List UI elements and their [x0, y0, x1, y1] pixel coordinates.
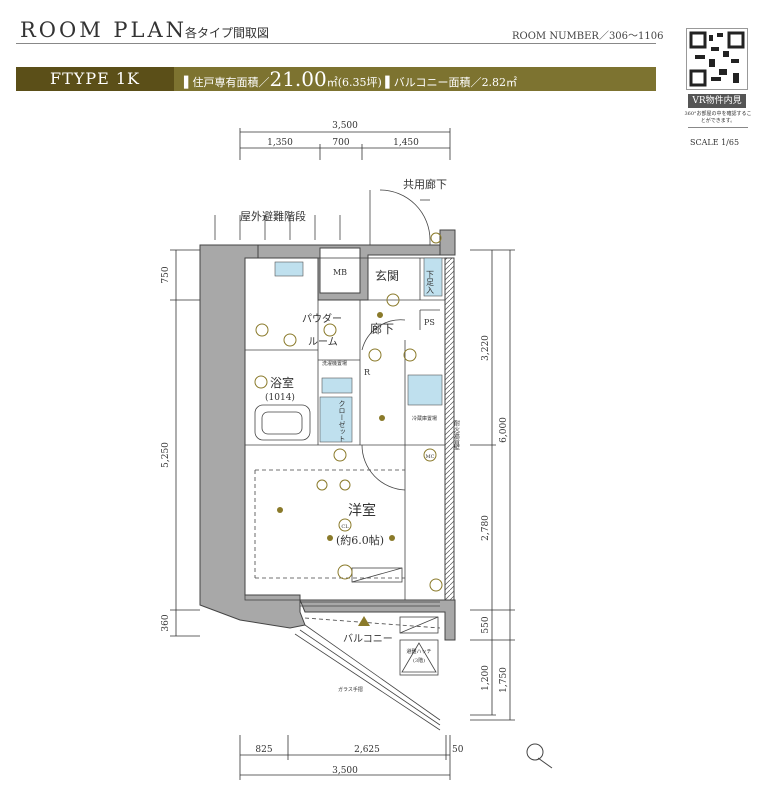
label-entrance: 玄関 [375, 268, 399, 283]
dim-right-total: 6,000 [499, 417, 509, 443]
divider [16, 43, 656, 44]
dim-top-c: 1,450 [393, 138, 419, 148]
wet-areas [274, 257, 443, 443]
label-fridge: 冷蔵庫置場 [412, 415, 437, 422]
outlets [254, 232, 443, 592]
balcony-label: バルコニー面積／ [393, 76, 482, 89]
label-corridor: 共用廊下 [403, 177, 447, 191]
label-bath-size: (1014) [265, 392, 295, 403]
area-unit: ㎡(6.35坪) [326, 76, 382, 89]
label-closet: クローゼット [338, 400, 346, 442]
label-r: R [364, 368, 371, 377]
label-mb: MB [333, 268, 347, 277]
vr-button[interactable]: VR物件内見 [688, 94, 746, 108]
label-washer: 洗濯機置場 [322, 360, 347, 367]
label-bath: 浴室 [270, 375, 294, 390]
dimension-lines [170, 128, 515, 780]
dimension-labels: 3,500 1,350 700 1,450 750 5,250 360 3,22… [161, 121, 509, 776]
dim-right-d: 1,200 [481, 665, 491, 691]
label-hatch-floor: (3階) [413, 657, 425, 664]
dim-bottom-a: 825 [255, 745, 272, 755]
vr-note: 360°お部屋の中を確認することができます。 [684, 111, 752, 124]
interior-lines [214, 189, 446, 731]
walls [199, 229, 456, 641]
label-mc: MC [426, 454, 435, 460]
area-value: 21.00 [269, 67, 327, 91]
area-info: ▌住戸専有面積／21.00㎡(6.35坪) ▌バルコニー面積／2.82㎡ [184, 67, 518, 91]
dim-left-b: 5,250 [161, 442, 171, 468]
dim-right-a: 3,220 [481, 335, 491, 361]
north-arrow-icon [537, 757, 553, 769]
label-western-room: 洋室 [348, 502, 376, 519]
label-powder-room: ルーム [308, 336, 338, 348]
divider [688, 127, 748, 128]
label-ps: PS [424, 318, 435, 327]
qr-code[interactable] [686, 28, 748, 90]
room-number: ROOM NUMBER／306〜1106 [512, 31, 664, 42]
dim-bottom-c: 50 [452, 745, 464, 755]
room-labels: 屋外避難階段 共用廊下 MB 玄関 下足入 PS パウダー ルーム 廊下 浴室 … [240, 177, 460, 693]
scale-label: SCALE 1/65 [690, 138, 740, 147]
north-arrow-icon [526, 743, 544, 761]
page-title: ROOM PLAN [20, 18, 188, 42]
label-stairs: 屋外避難階段 [240, 209, 306, 223]
dim-bottom-b: 2,625 [354, 745, 380, 755]
type-label: FTYPE 1K [16, 67, 174, 91]
dim-left-c: 360 [161, 614, 171, 631]
balcony-value: 2.82㎡ [481, 76, 518, 89]
dim-top-b: 700 [332, 138, 349, 148]
dim-top-a: 1,350 [267, 138, 293, 148]
dim-bottom-total: 3,500 [332, 766, 358, 776]
dim-right-c: 550 [481, 616, 491, 633]
label-powder: パウダー [302, 312, 342, 325]
dim-right-e: 1,750 [499, 667, 509, 693]
label-glass-railing: ガラス手摺 [338, 686, 363, 693]
label-balcony: バルコニー [343, 633, 393, 645]
label-room-size: (約6.0帖) [336, 533, 384, 547]
label-hall: 廊下 [370, 321, 394, 336]
dim-left-a: 750 [161, 266, 171, 283]
page-subtitle: 各タイプ間取図 [185, 26, 270, 40]
fixtures [277, 312, 395, 626]
area-label: 住戸専有面積／ [192, 76, 270, 89]
label-shoe-closet: 下足入 [426, 270, 435, 294]
label-fireproof-wall: 耐火遮音壁 [453, 419, 460, 450]
label-hatch: 避難ハッチ [406, 648, 431, 655]
dim-right-b: 2,780 [481, 515, 491, 541]
label-cl: CL [341, 524, 349, 530]
dim-top-total: 3,500 [332, 121, 358, 131]
